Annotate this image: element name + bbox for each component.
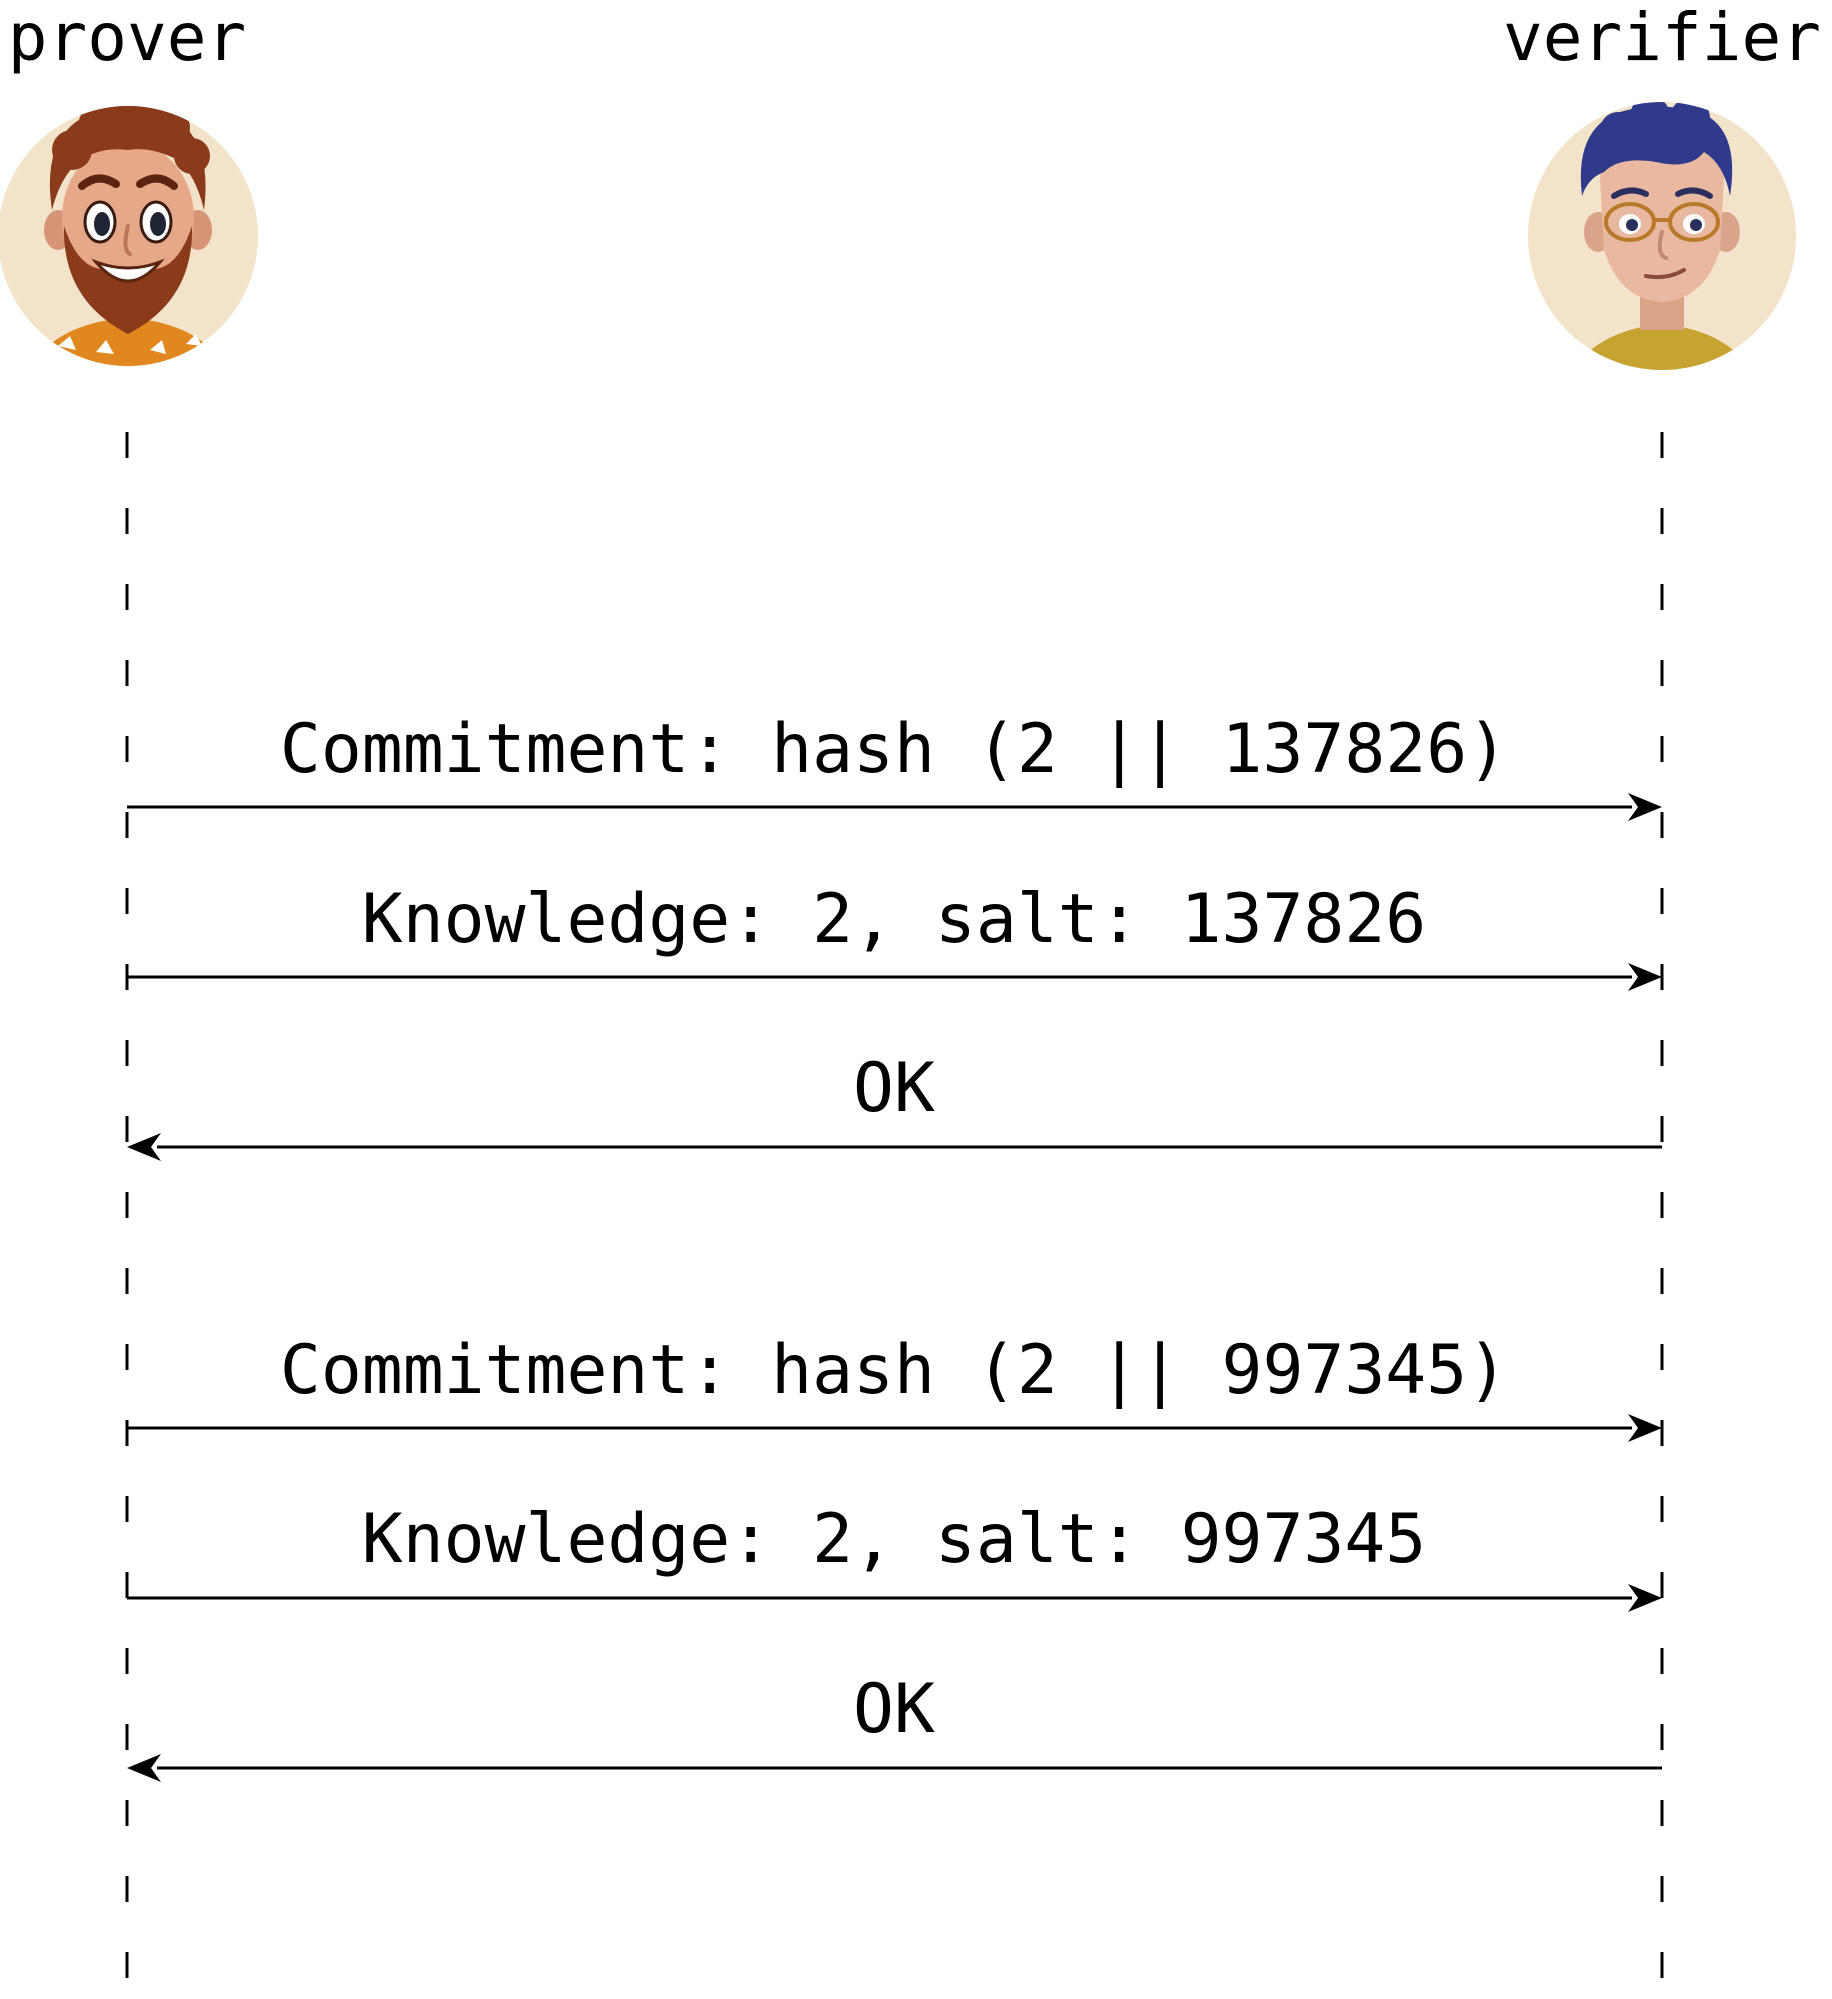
- message-5: Knowledge: 2, salt: 997345: [127, 1500, 1662, 1612]
- message-2-arrowhead: [1628, 963, 1662, 991]
- message-3: OK: [127, 1049, 1662, 1161]
- message-4: Commitment: hash (2 || 997345): [127, 1331, 1662, 1442]
- message-3-arrowhead: [127, 1133, 161, 1161]
- message-6-arrowhead: [127, 1754, 161, 1782]
- message-5-arrowhead: [1628, 1584, 1662, 1612]
- message-6-label: OK: [853, 1670, 935, 1749]
- message-1-arrowhead: [1628, 793, 1662, 821]
- message-6: OK: [127, 1670, 1662, 1782]
- message-4-label: Commitment: hash (2 || 997345): [280, 1331, 1508, 1410]
- bearded-man-avatar-icon: [0, 106, 258, 366]
- prover-label: prover: [8, 0, 246, 76]
- message-1-label: Commitment: hash (2 || 137826): [280, 710, 1508, 789]
- message-1: Commitment: hash (2 || 137826): [127, 710, 1662, 821]
- message-2-label: Knowledge: 2, salt: 137826: [362, 880, 1426, 959]
- message-4-arrowhead: [1628, 1414, 1662, 1442]
- message-5-label: Knowledge: 2, salt: 997345: [362, 1500, 1426, 1579]
- message-2: Knowledge: 2, salt: 137826: [127, 880, 1662, 991]
- verifier-label: verifier: [1503, 0, 1821, 76]
- message-3-label: OK: [853, 1049, 935, 1128]
- man-with-glasses-avatar-icon: [1528, 102, 1796, 370]
